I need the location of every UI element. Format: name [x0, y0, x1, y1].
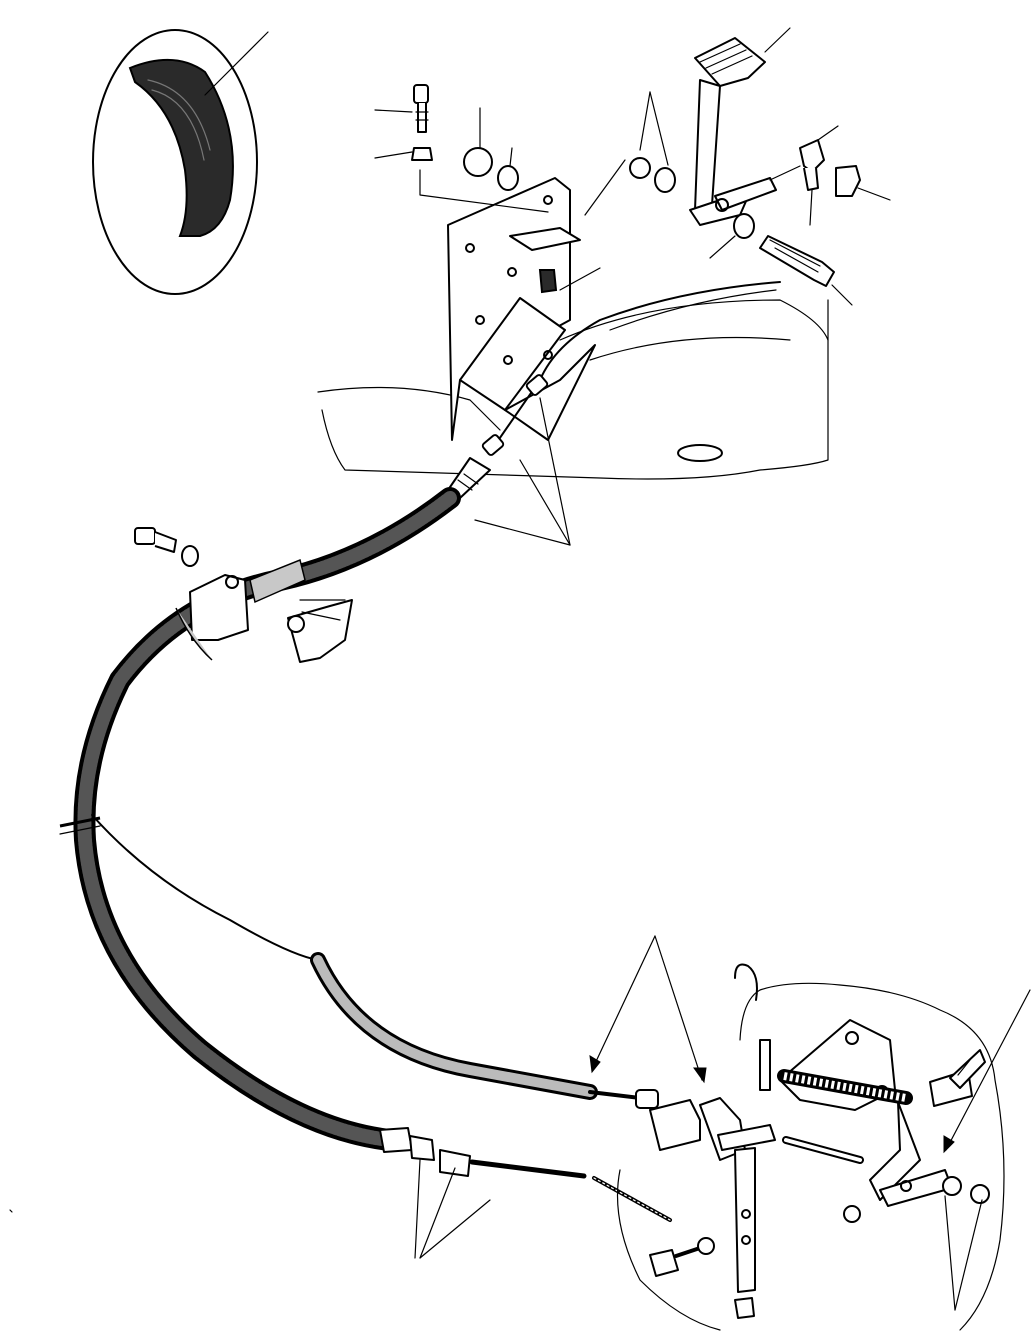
misc-outline [9, 1209, 13, 1213]
accelerator-pedal [584, 27, 853, 306]
cab-floor-outline [317, 299, 829, 480]
lower-cable-sheath [310, 952, 659, 1109]
pedal-pad-detail [92, 29, 269, 295]
cable-fittings-lower [379, 1127, 672, 1259]
cable-clevis [769, 125, 891, 226]
cable-clamp [134, 527, 353, 663]
mounting-bracket [447, 177, 596, 441]
governor-linkage [649, 1097, 864, 1319]
pointer-arrows [589, 935, 1031, 1154]
inner-cable [494, 281, 781, 446]
bolt-and-nut-set [374, 84, 601, 291]
spring-assembly [616, 963, 1005, 1331]
leader-line [204, 31, 269, 96]
